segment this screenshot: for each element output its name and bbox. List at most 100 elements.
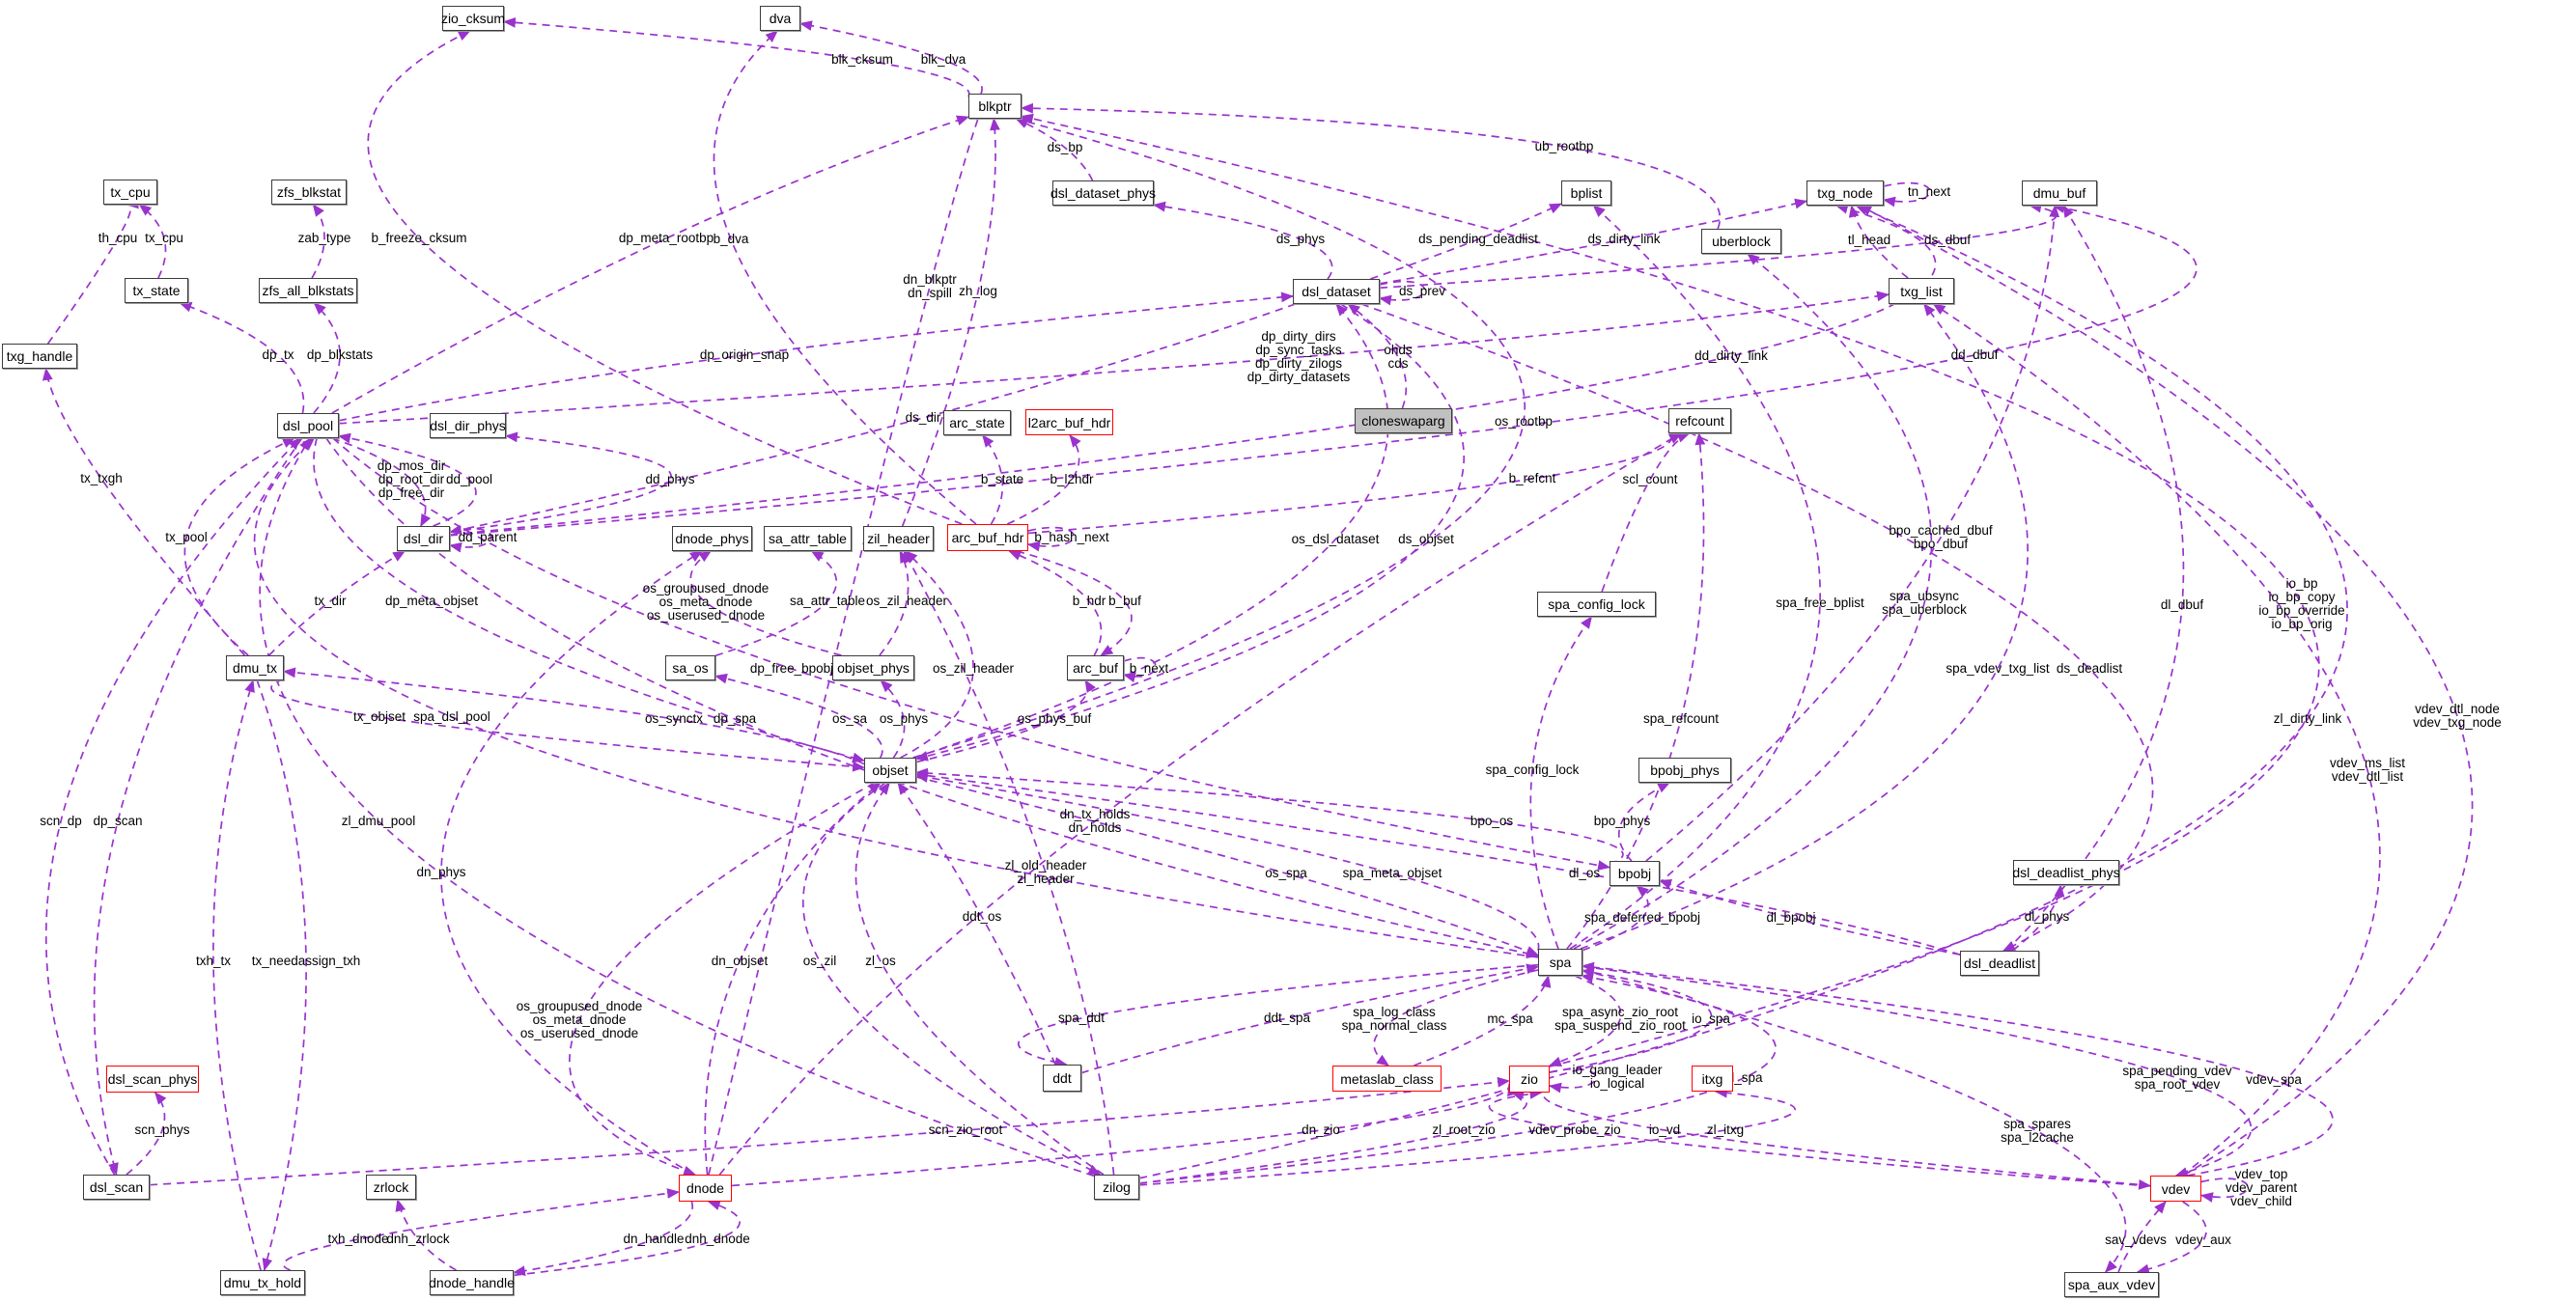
node-arc_buf_hdr[interactable]: arc_buf_hdr bbox=[947, 524, 1028, 551]
node-dsl_deadlist[interactable]: dsl_deadlist bbox=[1960, 951, 2039, 976]
edge-ddt-spa bbox=[1080, 963, 1540, 1074]
edge-dsl_deadlist-dmu_buf bbox=[2005, 205, 2185, 952]
node-objset_phys[interactable]: objset_phys bbox=[832, 655, 914, 680]
edge-zilog-txg_node bbox=[1138, 205, 2348, 1179]
edge-dsl_dataset-txg_node bbox=[1379, 198, 1808, 285]
edge-arc_buf_hdr-dva bbox=[713, 30, 977, 525]
node-dnode[interactable]: dnode bbox=[679, 1175, 732, 1202]
node-bpobj_phys[interactable]: bpobj_phys bbox=[1638, 758, 1731, 783]
edge-dsl_dataset-objset bbox=[914, 303, 1466, 762]
edge-dsl_dir-dsl_dir_phys bbox=[449, 431, 672, 534]
edge-zilog-itxg bbox=[1138, 1087, 1796, 1186]
edge-txg_list-txg_node bbox=[1848, 204, 1909, 279]
node-bplist[interactable]: bplist bbox=[1561, 180, 1611, 206]
edge-objset_phys-dnode_phys bbox=[689, 550, 842, 656]
edge-spa-refcount bbox=[1566, 431, 1706, 950]
edge-dsl_pool-objset bbox=[313, 437, 866, 763]
node-blkptr[interactable]: blkptr bbox=[968, 94, 1022, 119]
node-objset[interactable]: objset bbox=[864, 758, 916, 783]
node-itxg[interactable]: itxg bbox=[1692, 1066, 1733, 1092]
node-vdev[interactable]: vdev bbox=[2150, 1176, 2201, 1202]
node-zilog[interactable]: zilog bbox=[1094, 1175, 1139, 1200]
edge-dmu_tx-dsl_pool bbox=[183, 437, 295, 656]
edge-vdev-txg_node bbox=[1859, 205, 2474, 1177]
node-dsl_dir_phys[interactable]: dsl_dir_phys bbox=[430, 413, 506, 438]
edge-bpobj-dmu_buf bbox=[1645, 204, 2060, 862]
node-dmu_buf[interactable]: dmu_buf bbox=[2022, 180, 2097, 206]
edge-dsl_dir-dmu_buf bbox=[449, 203, 2198, 537]
edge-vdev-zio bbox=[1488, 1089, 2151, 1187]
node-zrlock[interactable]: zrlock bbox=[366, 1175, 416, 1200]
node-zio[interactable]: zio bbox=[1509, 1066, 1550, 1093]
node-arc_state[interactable]: arc_state bbox=[943, 410, 1011, 435]
node-dsl_dataset[interactable]: dsl_dataset bbox=[1293, 279, 1380, 304]
edge-tx_state-tx_cpu bbox=[138, 204, 167, 279]
edge-dmu_tx-objset bbox=[270, 679, 866, 772]
edge-spa_config_lock-refcount bbox=[1601, 432, 1691, 593]
edge-objset-dnode bbox=[569, 782, 876, 1177]
node-zfs_blkstat[interactable]: zfs_blkstat bbox=[271, 180, 347, 205]
node-spa_config_lock[interactable]: spa_config_lock bbox=[1537, 592, 1656, 617]
node-txg_handle[interactable]: txg_handle bbox=[2, 344, 77, 369]
edge-vdev-spa bbox=[1581, 961, 2334, 1177]
node-arc_buf[interactable]: arc_buf bbox=[1067, 655, 1124, 680]
edge-zilog-zio bbox=[1138, 1091, 1527, 1184]
node-dsl_pool[interactable]: dsl_pool bbox=[277, 413, 339, 438]
node-dsl_dir[interactable]: dsl_dir bbox=[397, 526, 450, 551]
edge-dnode-blkptr bbox=[708, 92, 997, 1176]
node-dmu_tx_hold[interactable]: dmu_tx_hold bbox=[220, 1270, 305, 1295]
node-dsl_scan[interactable]: dsl_scan bbox=[83, 1175, 150, 1200]
node-bpobj[interactable]: bpobj bbox=[1610, 861, 1660, 886]
node-txg_list[interactable]: txg_list bbox=[1889, 278, 1954, 304]
node-txg_node[interactable]: txg_node bbox=[1806, 180, 1884, 206]
edge-dsl_pool-bpobj bbox=[332, 437, 1611, 871]
edge-cloneswaparg-dsl_dataset bbox=[1347, 303, 1408, 409]
edge-dmu_tx-dsl_dir bbox=[268, 550, 406, 656]
node-tx_state[interactable]: tx_state bbox=[125, 278, 188, 303]
node-cloneswaparg[interactable]: cloneswaparg bbox=[1355, 408, 1452, 433]
node-zfs_all_blkstats[interactable]: zfs_all_blkstats bbox=[259, 278, 357, 303]
node-ddt[interactable]: ddt bbox=[1043, 1065, 1081, 1092]
edge-dsl_pool-dsl_dir bbox=[331, 437, 432, 527]
node-dsl_deadlist_phys[interactable]: dsl_deadlist_phys bbox=[2012, 860, 2120, 885]
node-uberblock[interactable]: uberblock bbox=[1701, 229, 1781, 254]
node-spa[interactable]: spa bbox=[1538, 949, 1582, 976]
edge-blkptr-zio_cksum bbox=[502, 16, 970, 97]
node-tx_cpu[interactable]: tx_cpu bbox=[103, 180, 157, 205]
edge-dsl_pool-txg_list bbox=[338, 291, 1890, 425]
edge-metaslab_class-spa bbox=[1414, 974, 1552, 1067]
node-dnode_phys[interactable]: dnode_phys bbox=[672, 526, 752, 551]
node-zio_cksum[interactable]: zio_cksum bbox=[441, 6, 505, 31]
edge-dsl_dataset_phys-blkptr bbox=[1015, 118, 1094, 181]
edge-dsl_pool-tx_state bbox=[179, 302, 305, 414]
node-sa_attr_table[interactable]: sa_attr_table bbox=[764, 526, 852, 551]
node-refcount[interactable]: refcount bbox=[1668, 408, 1731, 433]
edge-zio-spa bbox=[1549, 967, 1713, 1073]
node-dsl_scan_phys[interactable]: dsl_scan_phys bbox=[106, 1066, 199, 1093]
edge-bpobj-bpobj_phys bbox=[1617, 782, 1671, 862]
node-dmu_tx[interactable]: dmu_tx bbox=[226, 655, 284, 680]
node-metaslab_class[interactable]: metaslab_class bbox=[1332, 1066, 1442, 1092]
edge-spa-vdev bbox=[1582, 965, 2253, 1177]
edge-arc_buf_hdr-refcount bbox=[1027, 430, 1681, 535]
edge-spa-bpobj bbox=[1582, 885, 1649, 952]
node-l2arc_buf_hdr[interactable]: l2arc_buf_hdr bbox=[1025, 409, 1113, 435]
edge-objset-dmu_tx bbox=[282, 667, 865, 765]
edge-blkptr-dva bbox=[798, 20, 983, 95]
node-sa_os[interactable]: sa_os bbox=[665, 655, 715, 680]
edge-zilog-objset bbox=[854, 782, 1105, 1176]
edge-dsl_dir-dsl_pool bbox=[337, 432, 477, 527]
node-zil_header[interactable]: zil_header bbox=[863, 526, 934, 551]
edge-dsl_deadlist-bpobj bbox=[1658, 879, 1961, 956]
node-dnode_handle[interactable]: dnode_handle bbox=[429, 1270, 515, 1295]
edge-zio-blkptr bbox=[1020, 113, 2320, 1067]
edge-dsl_dataset-dsl_deadlist bbox=[1360, 303, 2154, 952]
node-dva[interactable]: dva bbox=[760, 6, 800, 31]
edge-dmu_tx_hold-dmu_tx bbox=[212, 679, 262, 1271]
node-dsl_dataset_phys[interactable]: dsl_dataset_phys bbox=[1050, 180, 1156, 206]
edge-arc_buf_hdr-arc_state bbox=[982, 434, 1004, 525]
edge-objset-spa bbox=[915, 776, 1540, 956]
node-spa_aux_vdev[interactable]: spa_aux_vdev bbox=[2064, 1272, 2159, 1297]
